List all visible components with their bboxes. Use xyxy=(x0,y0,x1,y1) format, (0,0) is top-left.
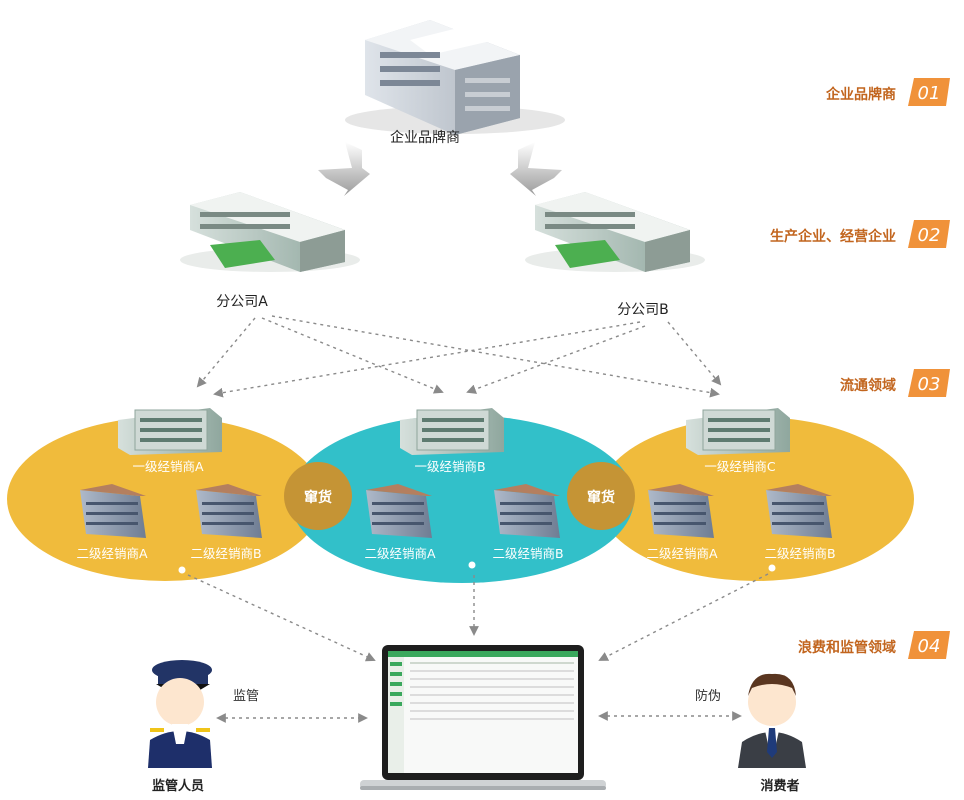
supervisor-action-label: 监管 xyxy=(233,689,259,704)
distribution-arrows xyxy=(196,315,722,398)
consumer-label: 消费者 xyxy=(760,778,799,794)
dealer-zone-c xyxy=(598,417,914,581)
cross-goods-label: 窜货 xyxy=(587,489,615,506)
data-flow-arrows xyxy=(187,573,769,723)
level2-dealer-label: 二级经销商B xyxy=(492,546,563,561)
level2-dealer-label: 二级经销商A xyxy=(364,546,436,561)
cross-goods-overlap-right xyxy=(567,462,635,530)
stage-number: 03 xyxy=(918,374,941,395)
dealer-zone-a xyxy=(7,417,323,581)
stage-number: 01 xyxy=(918,83,941,104)
connector-dot xyxy=(468,561,476,569)
stage-label-02: 生产企业、经营企业 02 xyxy=(770,220,950,248)
branch-b-building-icon xyxy=(525,192,705,272)
level2-dealer-building-icon xyxy=(80,484,146,538)
businessman-icon xyxy=(738,673,806,768)
level1-dealer-a-building-icon xyxy=(118,408,222,455)
dealer-zone-b xyxy=(290,415,634,583)
stage-number-badge xyxy=(908,78,950,106)
stage-label-text: 流通领域 xyxy=(840,377,896,394)
stage-number-badge xyxy=(908,220,950,248)
police-officer-icon xyxy=(148,660,212,768)
stage-number: 04 xyxy=(918,636,941,657)
branch-a-label: 分公司A xyxy=(216,294,268,310)
level2-dealer-label: 二级经销商A xyxy=(76,546,148,561)
stage-number-badge xyxy=(908,631,950,659)
level2-dealer-building-icon xyxy=(366,484,432,538)
stage-label-03: 流通领域 03 xyxy=(840,369,950,397)
supervisor-label: 监管人员 xyxy=(152,778,204,794)
stage-number: 02 xyxy=(918,225,941,246)
level2-dealer-label: 二级经销商B xyxy=(764,546,835,561)
level2-dealer-building-icon xyxy=(196,484,262,538)
level2-dealer-building-icon xyxy=(494,484,560,538)
level1-dealer-label: 一级经销商B xyxy=(414,459,485,474)
big-arrow-left-icon xyxy=(318,142,370,196)
level1-dealer-b-building-icon xyxy=(400,408,504,455)
level2-dealer-building-icon xyxy=(766,484,832,538)
connector-dot xyxy=(178,566,186,574)
cross-goods-overlap-left xyxy=(284,462,352,530)
cross-goods-label: 窜货 xyxy=(304,489,332,506)
stage-label-text: 浪费和监管领域 xyxy=(798,639,896,656)
level1-dealer-label: 一级经销商A xyxy=(132,459,204,474)
consumer-action-label: 防伪 xyxy=(695,688,721,704)
level2-dealer-label: 二级经销商B xyxy=(190,546,261,561)
stage-number-badge xyxy=(908,369,950,397)
level1-dealer-label: 一级经销商C xyxy=(704,459,776,474)
stage-label-text: 生产企业、经营企业 xyxy=(770,228,896,245)
branch-a-building-icon xyxy=(180,192,360,272)
branch-b-label: 分公司B xyxy=(617,302,669,318)
hq-label: 企业品牌商 xyxy=(390,129,460,146)
stage-label-04: 浪费和监管领域 04 xyxy=(798,631,950,659)
level2-dealer-building-icon xyxy=(648,484,714,538)
stage-label-text: 企业品牌商 xyxy=(825,86,896,103)
connector-dot xyxy=(768,564,776,572)
stage-label-01: 企业品牌商 01 xyxy=(825,78,950,106)
level1-dealer-c-building-icon xyxy=(686,408,790,455)
big-arrow-right-icon xyxy=(510,142,562,196)
hq-building-icon xyxy=(345,20,565,135)
laptop-icon xyxy=(360,645,606,790)
level2-dealer-label: 二级经销商A xyxy=(646,546,718,561)
